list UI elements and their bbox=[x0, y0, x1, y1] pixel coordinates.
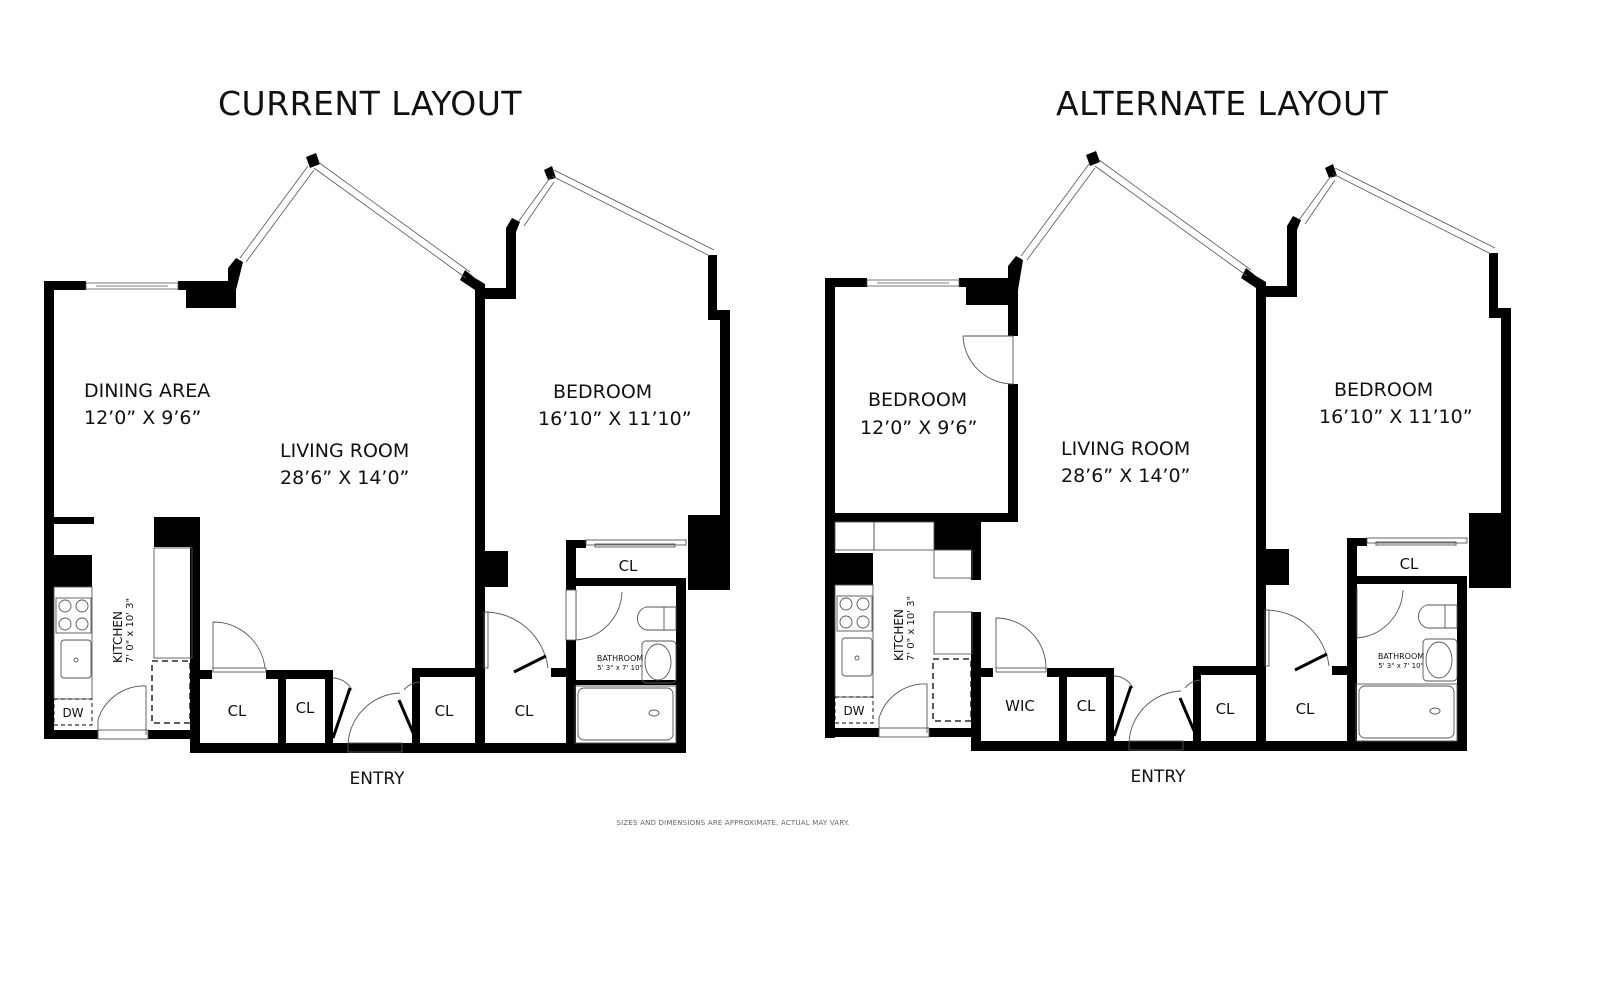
dining-area-dims: 12’0” X 9’6” bbox=[84, 407, 201, 429]
small-bedroom-label: BEDROOM bbox=[868, 389, 967, 411]
alternate-layout-title: ALTERNATE LAYOUT bbox=[1056, 84, 1389, 123]
bedroom-label: BEDROOM bbox=[553, 381, 652, 403]
current-walls bbox=[44, 153, 730, 753]
closet-label: CL bbox=[1296, 700, 1315, 718]
current-kitchen-fixtures bbox=[53, 547, 193, 726]
dishwasher-label: DW bbox=[843, 704, 864, 718]
bathroom-dims: 5' 3" x 7' 10" bbox=[1378, 662, 1424, 670]
closet-label: CL bbox=[1077, 697, 1096, 715]
wic-label: WIC bbox=[1005, 697, 1035, 715]
alternate-room-labels: BEDROOM 12’0” X 9’6” LIVING ROOM 28’6” X… bbox=[843, 379, 1472, 787]
living-room-label: LIVING ROOM bbox=[1061, 438, 1190, 460]
entry-label: ENTRY bbox=[1131, 767, 1187, 787]
bedroom-dims: 16’10” X 11’10” bbox=[1319, 406, 1473, 428]
current-bathroom-fixtures bbox=[574, 539, 687, 744]
alternate-kitchen-fixtures bbox=[834, 584, 972, 724]
bathroom-label: BATHROOM bbox=[1378, 652, 1424, 661]
living-room-dims: 28’6” X 14’0” bbox=[280, 467, 409, 489]
closet-label: CL bbox=[296, 699, 315, 717]
entry-label: ENTRY bbox=[350, 769, 406, 789]
alternate-doors bbox=[834, 335, 1404, 751]
bedroom-dims: 16’10” X 11’10” bbox=[538, 408, 692, 430]
small-bedroom-dims: 12’0” X 9’6” bbox=[860, 417, 977, 439]
current-windows bbox=[85, 161, 715, 290]
disclaimer-note: SIZES AND DIMENSIONS ARE APPROXIMATE, AC… bbox=[616, 819, 850, 827]
kitchen-dims: 7' 0" x 10' 3" bbox=[906, 596, 917, 661]
kitchen-dims: 7' 0" x 10' 3" bbox=[125, 598, 136, 663]
bathroom-label: BATHROOM bbox=[597, 654, 643, 663]
kitchen-label: KITCHEN bbox=[892, 609, 906, 661]
bathroom-dims: 5' 3" x 7' 10" bbox=[597, 664, 643, 672]
alternate-walls bbox=[825, 151, 1511, 751]
closet-label: CL bbox=[435, 702, 454, 720]
current-layout-title: CURRENT LAYOUT bbox=[218, 84, 523, 123]
closet-label: CL bbox=[1400, 555, 1419, 573]
dishwasher-label: DW bbox=[62, 706, 83, 720]
closet-label: CL bbox=[228, 702, 247, 720]
current-bifold-doors bbox=[331, 654, 547, 739]
living-room-dims: 28’6” X 14’0” bbox=[1061, 465, 1190, 487]
alternate-windows bbox=[866, 159, 1496, 287]
living-room-label: LIVING ROOM bbox=[280, 440, 409, 462]
alternate-bifold-doors bbox=[1112, 652, 1328, 737]
closet-label: CL bbox=[515, 702, 534, 720]
closet-label: CL bbox=[619, 557, 638, 575]
bedroom-label: BEDROOM bbox=[1334, 379, 1433, 401]
current-room-labels: DINING AREA 12’0” X 9’6” LIVING ROOM 28’… bbox=[62, 380, 691, 789]
dining-area-label: DINING AREA bbox=[84, 380, 210, 402]
kitchen-label: KITCHEN bbox=[111, 611, 125, 663]
alternate-bathroom-fixtures bbox=[1355, 537, 1468, 742]
closet-label: CL bbox=[1216, 700, 1235, 718]
